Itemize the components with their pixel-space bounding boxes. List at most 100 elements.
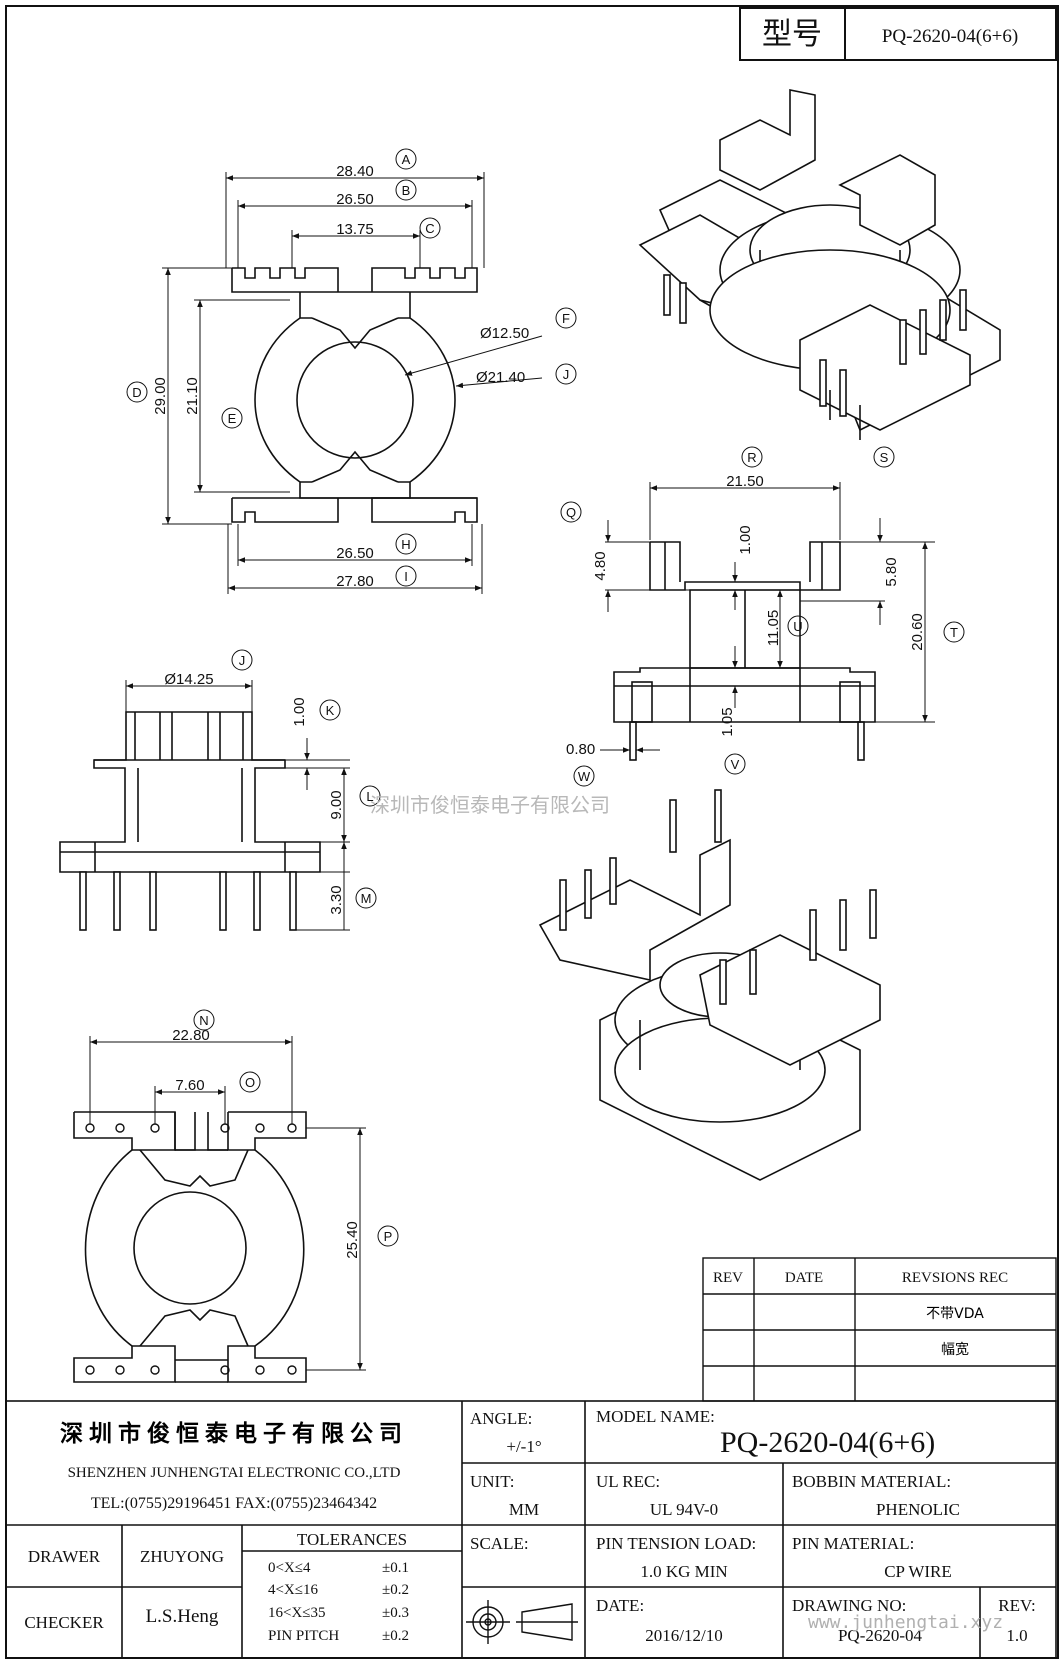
dim-J2: Ø14.25	[164, 671, 213, 688]
isometric-top-pins	[663, 274, 967, 417]
dim-P: 25.40	[344, 1221, 361, 1259]
title-block-grid	[5, 1400, 1057, 1659]
dim-pin: 0.80	[566, 741, 595, 758]
company-contact: TEL:(0755)29196451 FAX:(0755)23464342	[91, 1495, 377, 1512]
projection-symbol	[466, 1600, 578, 1644]
dim-F: Ø12.50	[480, 325, 529, 342]
drawer-label: DRAWER	[28, 1547, 101, 1566]
rev-label: REV:	[998, 1596, 1035, 1615]
dim-E: 21.10	[184, 377, 201, 415]
label-C: C	[425, 221, 434, 236]
label-U: U	[793, 619, 802, 634]
side-view-2-dimensions	[125, 680, 350, 931]
label-I: I	[404, 569, 408, 584]
top-view-lower-flange	[231, 497, 478, 523]
drawing-no-label: DRAWING NO:	[792, 1596, 906, 1615]
dim-T: 20.60	[909, 613, 926, 651]
model-box-label: 型号	[762, 18, 822, 51]
dim-top: 1.00	[737, 525, 754, 554]
label-V: V	[731, 757, 740, 772]
top-view	[231, 267, 478, 523]
label-M: M	[361, 891, 372, 906]
pin-tension-label: PIN TENSION LOAD:	[596, 1534, 756, 1553]
label-T: T	[950, 625, 958, 640]
pin-tension-value: 1.0 KG MIN	[640, 1562, 727, 1581]
dim-K: 1.00	[291, 697, 308, 726]
bottom-view-dimensions	[89, 1036, 366, 1371]
dim-L: 9.00	[328, 790, 345, 819]
dim-C: 13.75	[336, 221, 374, 238]
label-A: A	[402, 152, 411, 167]
label-N: N	[199, 1013, 208, 1028]
bottom-view	[73, 1111, 307, 1383]
dim-V: 1.05	[719, 707, 736, 736]
dim-I: 27.80	[336, 573, 374, 590]
dim-A: 28.40	[336, 163, 374, 180]
label-H: H	[401, 537, 410, 552]
bobbin-material-value: PHENOLIC	[876, 1500, 960, 1519]
dim-U: 11.05	[765, 610, 782, 646]
model-name-label: MODEL NAME:	[596, 1407, 715, 1426]
isometric-view-bottom	[538, 838, 881, 1181]
top-view-dim-text: 28.40 26.50 13.75 29.00 21.10 Ø12.50 Ø21…	[152, 163, 529, 590]
watermark-company: 深圳市俊恒泰电子有限公司	[370, 793, 610, 817]
pin-material-value: CP WIRE	[884, 1562, 952, 1581]
dim-N: 22.80	[172, 1027, 210, 1044]
side-view-1-dimensions	[600, 482, 935, 753]
tol-value-3: ±0.3	[382, 1605, 409, 1621]
checker-value: L.S.Heng	[146, 1606, 219, 1627]
isometric-view-top	[638, 89, 1001, 440]
model-box: 型号 PQ-2620-04(6+6)	[739, 7, 1057, 61]
rev-header-date: DATE	[785, 1270, 823, 1286]
label-R: R	[747, 450, 756, 465]
side-view-2-pins	[79, 871, 297, 931]
bobbin-material-label: BOBBIN MATERIAL:	[792, 1472, 951, 1491]
side-view-2	[59, 711, 321, 873]
label-B: B	[402, 183, 411, 198]
bottom-view-bore	[133, 1191, 247, 1305]
unit-value: MM	[509, 1500, 539, 1519]
dim-Q: 4.80	[592, 551, 609, 580]
angle-label: ANGLE:	[470, 1409, 532, 1428]
checker-label: CHECKER	[24, 1613, 104, 1632]
tol-value-1: ±0.1	[382, 1560, 409, 1576]
top-view-dimensions	[162, 172, 543, 594]
rev-value: 1.0	[1006, 1626, 1027, 1645]
pin-material-label: PIN MATERIAL:	[792, 1534, 914, 1553]
company-name-en: SHENZHEN JUNHENGTAI ELECTRONIC CO.,LTD	[68, 1465, 401, 1481]
tol-range-4: PIN PITCH	[268, 1628, 339, 1644]
rev-header-rec: REVSIONS REC	[902, 1270, 1008, 1286]
label-F: F	[562, 311, 570, 326]
top-view-upper-flange	[231, 267, 478, 293]
watermark-url: www.junhengtai.xyz	[808, 1612, 1003, 1633]
angle-value: +/-1°	[506, 1437, 541, 1456]
label-J: J	[563, 367, 570, 382]
dim-B: 26.50	[336, 191, 374, 208]
label-D: D	[132, 385, 141, 400]
dim-R: 21.50	[726, 473, 764, 490]
date-value: 2016/12/10	[645, 1626, 722, 1645]
drawer-value: ZHUYONG	[140, 1547, 224, 1566]
top-view-bore	[296, 341, 414, 459]
dim-D: 29.00	[152, 377, 169, 415]
dim-S: 5.80	[883, 557, 900, 586]
label-Q: Q	[566, 505, 576, 520]
top-view-body	[254, 292, 456, 499]
label-W: W	[578, 769, 591, 784]
ul-rec-label: UL REC:	[596, 1472, 660, 1491]
bottom-view-pin-holes	[85, 1123, 297, 1375]
dim-O: 7.60	[175, 1077, 204, 1094]
label-L: L	[366, 789, 373, 804]
tolerances-title: TOLERANCES	[297, 1530, 407, 1549]
tol-range-1: 0<X≤4	[268, 1560, 311, 1576]
tol-value-4: ±0.2	[382, 1628, 409, 1644]
unit-label: UNIT:	[470, 1472, 514, 1491]
side-view-1	[613, 541, 876, 761]
label-O: O	[245, 1075, 255, 1090]
drawing-no-value: PQ-2620-04	[838, 1626, 923, 1645]
company-name-cn: 深圳市俊恒泰电子有限公司	[60, 1420, 408, 1447]
dim-H: 26.50	[336, 545, 374, 562]
ul-rec-value: UL 94V-0	[650, 1500, 718, 1519]
model-box-value: PQ-2620-04(6+6)	[882, 26, 1018, 47]
